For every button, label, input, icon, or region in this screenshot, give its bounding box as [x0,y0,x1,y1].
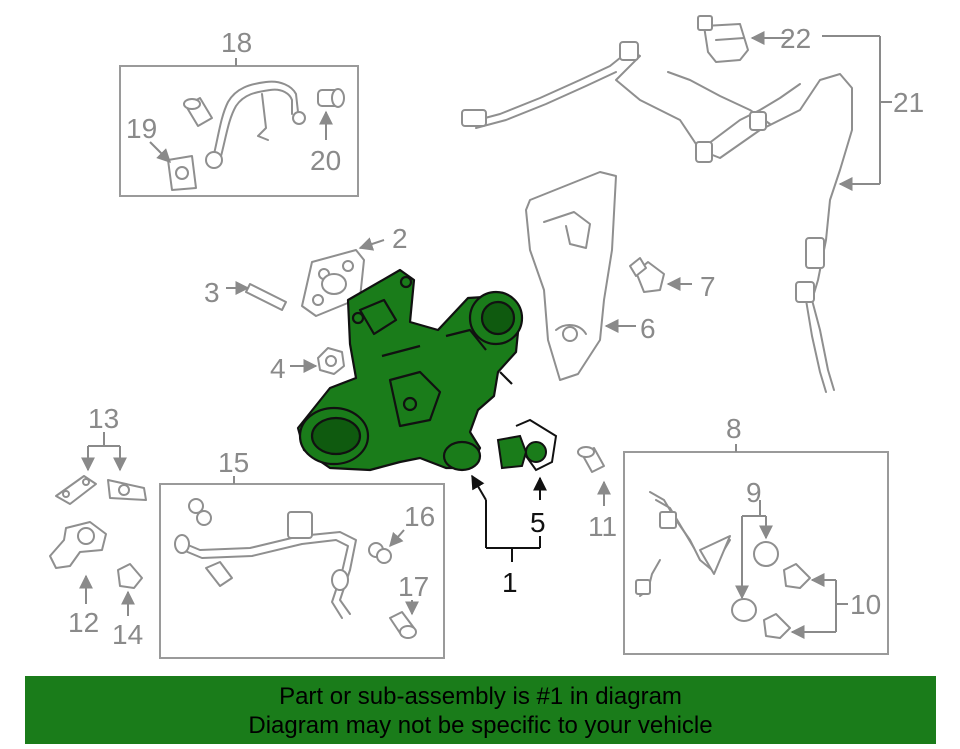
vacuum-harness-21 [469,49,853,301]
part-group-13: 13 [55,403,147,505]
callout-9[interactable]: 9 [746,477,762,508]
callout-10[interactable]: 10 [850,589,881,620]
callout-16[interactable]: 16 [404,501,435,532]
bolt-7: 7 [629,257,716,302]
callout-14[interactable]: 14 [112,619,143,650]
callout-20[interactable]: 20 [310,145,341,176]
notice-line-2: Diagram may not be specific to your vehi… [248,712,713,739]
callout-11[interactable]: 11 [588,511,617,542]
o-rings-9 [731,541,779,622]
callout-18[interactable]: 18 [221,27,252,58]
callout-4[interactable]: 4 [270,353,286,384]
part-group-8: 8 9 10 [623,413,889,655]
banjo-bolt-17 [389,611,417,639]
banjo-bolt-20 [183,97,213,127]
callout-13[interactable]: 13 [88,403,119,434]
callout-2[interactable]: 2 [392,223,408,254]
callout-1[interactable]: 1 [502,567,518,598]
bolts-10 [763,563,811,639]
bolt-11: 11 [577,446,617,542]
nut-4: 4 [270,347,345,384]
solenoid-valve-22: 22 [697,15,811,63]
callout-12[interactable]: 12 [68,607,99,638]
wastegate-actuator-5: 5 [496,418,558,538]
sealing-washers-16 [368,542,392,564]
callout-22[interactable]: 22 [780,23,811,54]
coolant-line-15 [175,531,357,615]
gasket-19 [167,155,197,191]
notice-banner: Part or sub-assembly is #1 in diagram Di… [25,676,936,744]
callout-6[interactable]: 6 [640,313,656,344]
callout-7[interactable]: 7 [700,271,716,302]
turbocharger-1[interactable] [296,268,524,472]
group-15-frame [159,483,445,659]
callout-5[interactable]: 5 [530,507,546,538]
callout-8[interactable]: 8 [726,413,742,444]
part-group-21: 21 [461,35,924,393]
heat-shield-6: 6 [525,171,656,381]
group-8-frame [623,451,889,655]
part-group-15: 15 16 17 [159,447,445,659]
fitting-20 [317,88,345,108]
callout-17[interactable]: 17 [398,571,429,602]
bolt-14: 14 [112,563,143,650]
stud-3: 3 [204,277,287,311]
notice-line-1: Part or sub-assembly is #1 in diagram [279,683,682,710]
callout-1-lead: 1 [471,474,541,598]
callout-19[interactable]: 19 [126,113,157,144]
callout-3[interactable]: 3 [204,277,220,308]
group-18-frame [119,65,359,197]
callout-21[interactable]: 21 [893,87,924,118]
oil-feed-line [211,80,299,163]
callout-15[interactable]: 15 [218,447,249,478]
oil-return-12: 12 [49,521,107,638]
part-group-18: 18 20 19 [119,27,359,197]
